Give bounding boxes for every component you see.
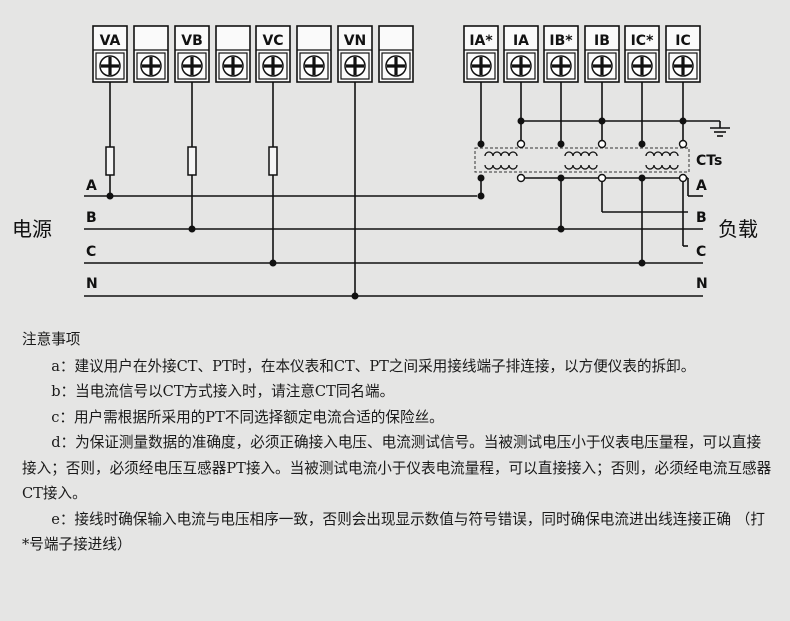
junction-dots: [106, 117, 688, 300]
line-label-a-right: A: [696, 178, 707, 194]
junction-dot: [638, 174, 646, 182]
junction-dot: [679, 117, 687, 125]
line-label-c-right: C: [696, 244, 706, 260]
terminal-left-5: VC: [255, 25, 291, 83]
fuse-icon: [187, 146, 197, 176]
terminal-left-7: VN: [337, 25, 373, 83]
terminal-label: IA: [513, 33, 529, 49]
ct-coil: [484, 164, 518, 170]
terminal-label: IB: [594, 33, 610, 49]
line-label-b-right: B: [696, 210, 707, 226]
terminal-right-5: IC*: [624, 25, 660, 83]
line-label-a-left: A: [86, 178, 97, 194]
wires: [84, 82, 721, 297]
open-terminal-dot: [516, 173, 526, 183]
terminal-left-3: VB: [174, 25, 210, 83]
open-terminal-dot: [597, 139, 607, 149]
junction-dot: [557, 225, 565, 233]
line-label-n-right: N: [696, 276, 708, 292]
junction-dot: [477, 140, 485, 148]
ct-coil: [564, 151, 598, 157]
terminal-right-1: IA*: [463, 25, 499, 83]
line-label-b-left: B: [86, 210, 97, 226]
load-label: 负载: [718, 217, 758, 241]
fuse-icon: [268, 146, 278, 176]
ct-coil: [484, 151, 518, 157]
open-terminal-dot: [516, 139, 526, 149]
junction-dot: [351, 292, 359, 300]
terminal-label: IB*: [549, 33, 573, 49]
junction-dot: [557, 140, 565, 148]
terminal-block: VA VB VC VN IA* IA IB* IB IC* IC: [92, 25, 730, 176]
terminal-label: VC: [262, 33, 283, 49]
junction-dot: [188, 225, 196, 233]
line-label-c-left: C: [86, 244, 96, 260]
open-terminal-dot: [678, 173, 688, 183]
terminal-label: VA: [100, 33, 121, 49]
terminal-left-1: VA: [92, 25, 128, 83]
ct-coil: [645, 151, 679, 157]
terminal-label: VN: [344, 33, 367, 49]
note-d: d：为保证测量数据的准确度，必须正确接入电压、电流测试信号。当被测试电压小于仪表…: [22, 434, 772, 502]
terminal-right-6: IC: [665, 25, 701, 83]
terminal-left-8: [378, 25, 414, 83]
terminal-left-4: [215, 25, 251, 83]
notes-title: 注意事项: [22, 331, 81, 348]
junction-dot: [638, 140, 646, 148]
terminal-left-2: [133, 25, 169, 83]
terminal-label: IA*: [469, 33, 493, 49]
junction-dot: [477, 174, 485, 182]
ct-coil: [645, 164, 679, 170]
terminal-label: IC*: [631, 33, 654, 49]
terminal-right-2: IA: [503, 25, 539, 83]
fuse-icon: [105, 146, 115, 176]
junction-dot: [598, 117, 606, 125]
terminal-left-6: [296, 25, 332, 83]
note-c: c：用户需根据所采用的PT不同选择额定电流合适的保险丝。: [51, 408, 444, 426]
junction-dot: [638, 259, 646, 267]
open-terminal-dot: [597, 173, 607, 183]
terminal-label: IC: [675, 33, 690, 49]
terminal-right-4: IB: [584, 25, 620, 83]
junction-dot: [557, 174, 565, 182]
junction-dot: [477, 192, 485, 200]
junction-dot: [106, 192, 114, 200]
terminal-right-3: IB*: [543, 25, 579, 83]
terminal-label: VB: [181, 33, 203, 49]
source-label: 电源: [12, 217, 52, 241]
junction-dot: [517, 117, 525, 125]
ct-group-box: [474, 147, 690, 173]
junction-dot: [269, 259, 277, 267]
open-terminal-dot: [678, 139, 688, 149]
ct-label: CTs: [696, 153, 722, 169]
ct-coil: [564, 164, 598, 170]
note-a: a：建议用户在外接CT、PT时，在本仪表和CT、PT之间采用接线端子排连接，以方…: [51, 357, 696, 375]
note-e: e：接线时确保输入电流与电压相序一致，否则会出现显示数值与符号错误，同时确保电流…: [22, 510, 765, 554]
line-label-n-left: N: [86, 276, 98, 292]
note-b: b：当电流信号以CT方式接入时，请注意CT同名端。: [51, 383, 395, 400]
notes-section: 注意事项 a：建议用户在外接CT、PT时，在本仪表和CT、PT之间采用接线端子排…: [22, 327, 772, 558]
